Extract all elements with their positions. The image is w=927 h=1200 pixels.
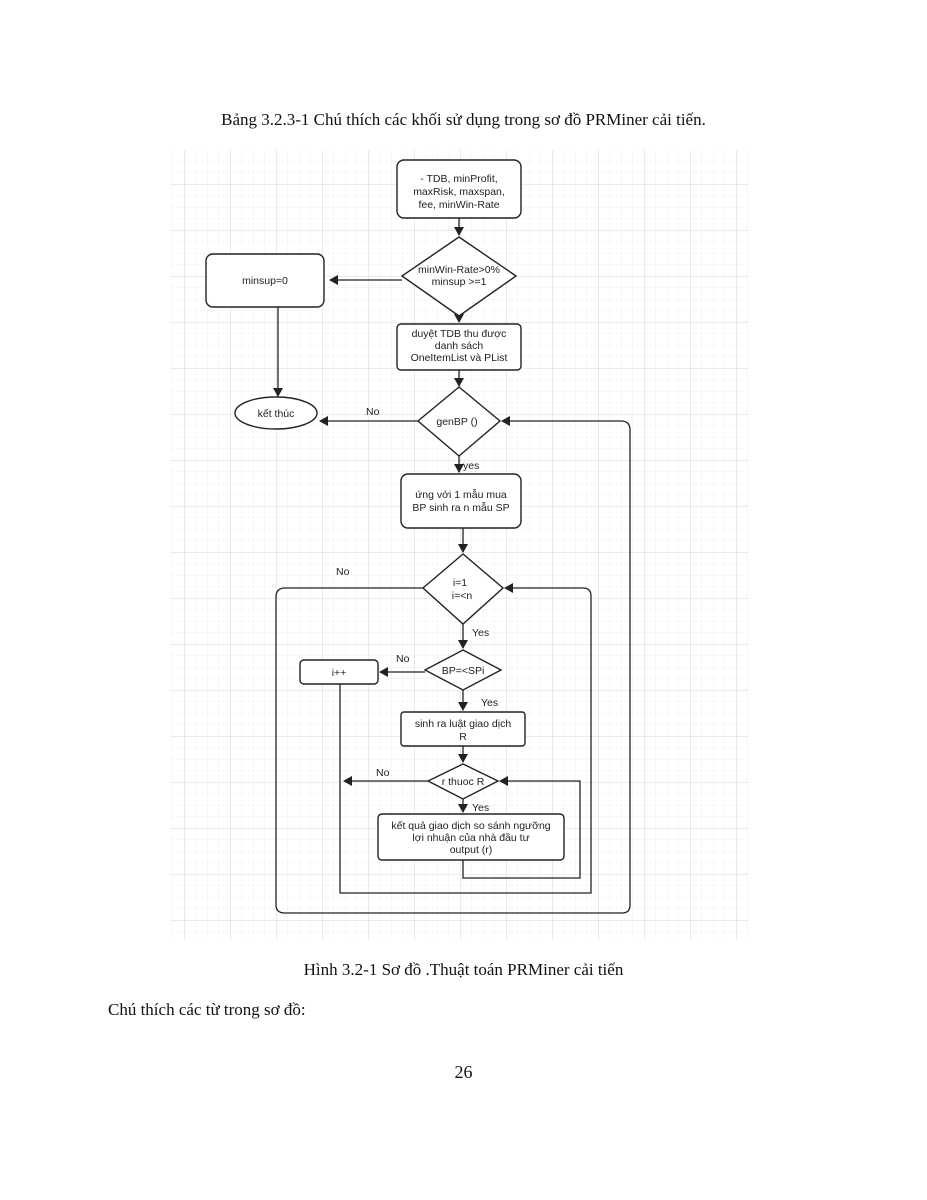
minsup-zero-block — [205, 253, 325, 308]
decision-minwin-line-2: minsup >=1 — [432, 276, 487, 288]
label-no-genbp: No — [366, 406, 380, 418]
genbp-label: genBP () — [436, 416, 477, 428]
result-line-3: output (r) — [450, 844, 493, 856]
label-yes-genbp: yes — [463, 460, 479, 472]
label-no-r: No — [376, 767, 390, 779]
generate-rule-block — [400, 711, 526, 747]
result-line-2: lợi nhuận của nhà đầu tư — [412, 832, 529, 844]
label-yes-loop: Yes — [472, 627, 489, 639]
scan-tdb-line-2: danh sách — [435, 340, 484, 352]
minsup-zero-label: minsup=0 — [242, 275, 288, 287]
input-block-line-3: fee, minWin-Rate — [418, 199, 499, 211]
edge-loop-no-back — [275, 416, 631, 914]
input-block-line-2: maxRisk, maxspan, — [413, 186, 505, 198]
increment-label: i++ — [332, 667, 347, 679]
increment-block — [299, 659, 379, 685]
decision-genbp — [416, 386, 502, 457]
generate-rule-line-2: R — [459, 731, 467, 743]
end-block-label: kết thúc — [258, 408, 295, 420]
page-number: 26 — [454, 1062, 473, 1082]
r-in-R-label: r thuoc R — [442, 776, 485, 788]
label-no-compare: No — [396, 653, 410, 665]
buy-pattern-line-2: BP sinh ra n mẫu SP — [412, 501, 509, 514]
scan-tdb-block — [396, 323, 522, 371]
scan-tdb-line-1: duyệt TDB thu được — [412, 328, 507, 340]
end-block — [234, 396, 318, 430]
decision-minwin-line-1: minWin-Rate>0% — [418, 264, 500, 276]
figure-caption: Hình 3.2-1 Sơ đồ .Thuật toán PRMiner cải… — [303, 960, 624, 979]
edge-incr-back — [339, 583, 592, 894]
result-block — [377, 813, 565, 861]
label-no-loop: No — [336, 566, 350, 578]
compare-label: BP=<SPi — [442, 665, 485, 677]
decision-compare — [423, 649, 503, 691]
label-yes-compare: Yes — [481, 697, 498, 709]
loop-check-line-2: i=<n — [452, 590, 473, 602]
decision-minwin — [400, 236, 518, 317]
buy-pattern-line-1: ứng với 1 mẫu mua — [415, 488, 507, 501]
input-block-line-1: - TDB, minProfit, — [420, 173, 497, 185]
generate-rule-line-1: sinh ra luật giao dịch — [415, 718, 511, 730]
loop-check-line-1: i=1 — [453, 577, 467, 589]
result-line-1: kết quả giao dịch so sánh ngưỡng — [391, 820, 550, 832]
body-text: Chú thích các từ trong sơ đồ: — [108, 1000, 306, 1019]
decision-loop — [421, 553, 505, 625]
label-yes-r: Yes — [472, 802, 489, 814]
scan-tdb-line-3: OneItemList và PList — [411, 352, 508, 364]
input-block — [396, 159, 522, 219]
table-caption: Bảng 3.2.3-1 Chú thích các khối sử dụng … — [221, 110, 706, 129]
buy-pattern-block — [400, 473, 522, 529]
decision-r-in-R — [426, 763, 500, 800]
edge-result-back — [462, 776, 581, 879]
